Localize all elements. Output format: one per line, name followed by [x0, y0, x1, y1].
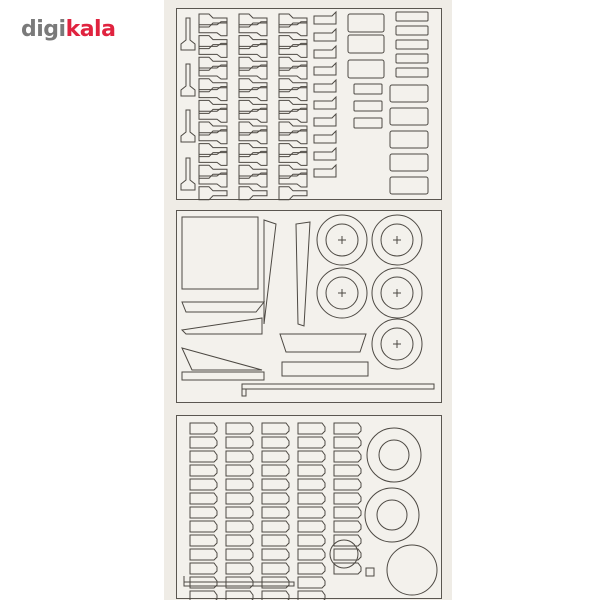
brand-logo-part1: digi — [21, 17, 66, 42]
brand-logo[interactable]: digikala — [21, 17, 116, 42]
product-image — [164, 0, 452, 600]
puzzle-parts-drawing — [180, 10, 438, 600]
brand-logo-part2: kala — [65, 17, 116, 42]
